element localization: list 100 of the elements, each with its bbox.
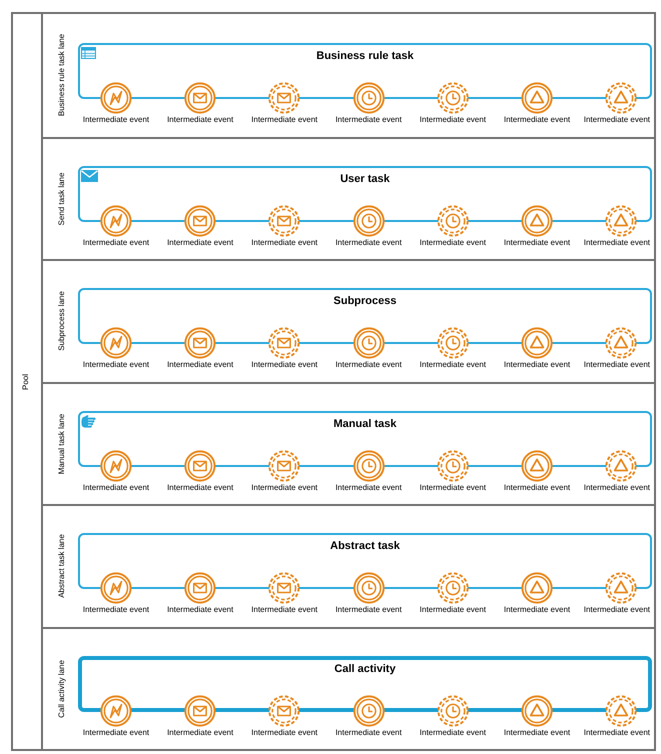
event-label: Intermediate event [584,115,650,125]
lane-label: Abstract task lane [57,534,67,598]
envelope-event-icon [184,694,216,726]
pool-panel [11,12,656,751]
task-box [78,288,652,344]
event-label: Intermediate event [167,238,234,248]
task-box [78,533,652,589]
task-box [78,43,652,99]
triangle-event-icon [521,327,553,359]
event-label: Intermediate event [335,115,402,125]
event-label: Intermediate event [335,605,402,615]
event-label: Intermediate event [82,482,150,492]
event-label: Intermediate event [584,360,650,370]
event-label: Intermediate event [167,360,234,370]
event-label: Intermediate event [504,238,570,248]
event-label: Intermediate event [335,238,402,248]
dashed-envelope-event-icon [268,82,300,114]
event-label: Intermediate event [167,115,234,125]
dashed-clock-event-icon [436,327,469,359]
task-box [78,656,652,712]
lane-label: Call activity lane [57,660,67,718]
triangle-event-icon [521,572,553,604]
lane-panel [41,626,654,749]
envelope-event-icon [184,82,216,114]
task-title: Subprocess [334,295,396,308]
event-label: Intermediate event [167,482,234,492]
lane-label: Subprocess lane [57,291,67,352]
clock-event-icon [352,450,385,482]
clock-event-icon [352,572,385,604]
clock-event-icon [352,327,385,359]
event-label: Intermediate event [420,482,486,492]
clock-event-icon [352,694,385,726]
dashed-clock-event-icon [436,82,469,114]
event-label: Intermediate event [335,360,402,370]
lightning-event-icon [100,204,132,236]
event-label: Intermediate event [420,360,486,370]
event-label: Intermediate event [335,482,402,492]
event-label: Intermediate event [420,728,486,738]
clock-event-icon [352,82,385,114]
envelope-event-icon [184,327,216,359]
dashed-envelope-event-icon [268,204,300,236]
lane-label: Business rule task lane [57,34,67,116]
lightning-event-icon [100,572,132,604]
triangle-event-icon [521,82,553,114]
event-label: Intermediate event [82,115,150,125]
task-title: Manual task [334,418,396,430]
task-title: Abstract task [330,540,400,553]
pool-label: Pool [21,374,31,390]
triangle-event-icon [521,694,553,726]
lightning-event-icon [100,82,132,114]
dashed-envelope-event-icon [268,450,300,482]
lane-label: Manual task lane [57,414,67,474]
event-label: Intermediate event [251,360,318,370]
event-label: Intermediate event [335,728,402,738]
triangle-event-icon [521,450,553,482]
event-label: Intermediate event [584,238,650,248]
dashed-triangle-event-icon [605,572,638,604]
event-label: Intermediate event [504,360,570,370]
task-box [78,410,652,466]
event-label: Intermediate event [82,238,150,248]
dashed-triangle-event-icon [605,694,638,726]
event-label: Intermediate event [584,482,650,492]
lane-panel [41,259,654,382]
lane-panel [41,136,654,259]
lane-label: Send task lane [57,172,67,226]
event-label: Intermediate event [504,115,570,125]
dashed-clock-event-icon [436,572,469,604]
event-label: Intermediate event [251,115,318,125]
dashed-clock-event-icon [436,450,469,482]
event-label: Intermediate event [504,728,570,738]
envelope-event-icon [184,450,216,482]
event-label: Intermediate event [420,115,486,125]
event-label: Intermediate event [420,605,486,615]
envelope-event-icon [184,204,216,236]
event-label: Intermediate event [251,482,318,492]
dashed-triangle-event-icon [605,327,638,359]
dashed-envelope-event-icon [268,572,300,604]
dashed-clock-event-icon [436,694,469,726]
task-title: Business rule task [316,50,414,63]
event-label: Intermediate event [420,238,486,248]
dashed-triangle-event-icon [605,204,638,236]
dashed-envelope-event-icon [268,327,300,359]
event-label: Intermediate event [82,360,150,370]
lane-panel [41,504,654,626]
event-label: Intermediate event [504,605,570,615]
event-label: Intermediate event [251,238,318,248]
triangle-event-icon [521,204,553,236]
event-label: Intermediate event [251,728,318,738]
dashed-envelope-event-icon [268,694,300,726]
envelope-event-icon [184,572,216,604]
event-label: Intermediate event [82,605,150,615]
event-label: Intermediate event [504,482,570,492]
task-box [78,166,652,222]
event-label: Intermediate event [584,728,650,738]
task-title: User task [340,172,390,186]
lightning-event-icon [100,694,132,726]
clock-event-icon [352,204,385,236]
dashed-clock-event-icon [436,204,469,236]
event-label: Intermediate event [167,605,234,615]
lane-panel [41,382,654,504]
